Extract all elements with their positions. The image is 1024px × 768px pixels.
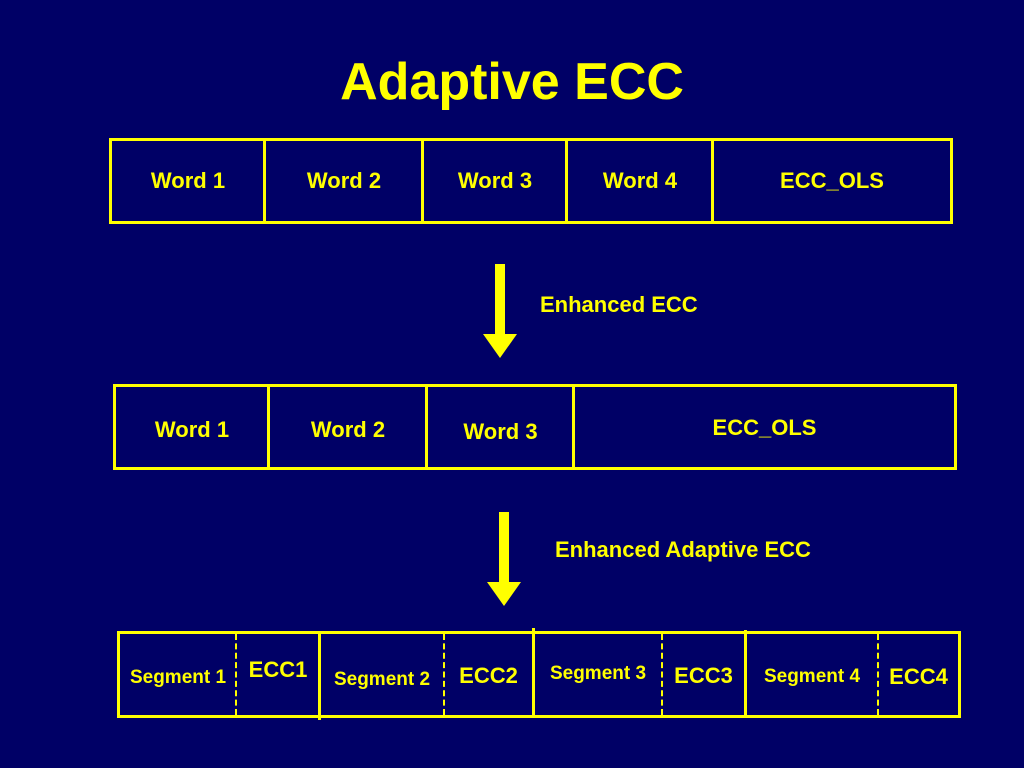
word-3-cell: Word 3: [463, 419, 538, 444]
ecc-ols-cell: ECC_OLS: [780, 168, 884, 193]
segment-4-cell: Segment 4: [763, 665, 861, 687]
down-arrow-icon: [483, 264, 517, 358]
ecc3-cell: ECC3: [674, 662, 733, 688]
segment-divider: [318, 632, 321, 720]
word-divider: [263, 141, 266, 221]
original-codeword-row: Word 1 Word 2 Word 3 Word 4 ECC_OLS: [109, 138, 953, 224]
segment-divider: [744, 630, 747, 718]
down-arrow-icon: [487, 512, 521, 606]
word-divider: [421, 141, 424, 221]
segment-3-cell: Segment 3: [549, 662, 647, 684]
segment-divider: [532, 628, 535, 716]
enhanced-codeword-row: Word 1 Word 2 Word 3 ECC_OLS: [113, 384, 957, 470]
segment-ecc-dashed-divider: [443, 634, 445, 715]
enhanced-ecc-label: Enhanced ECC: [540, 292, 698, 317]
word-divider: [425, 387, 428, 467]
word-divider: [711, 141, 714, 221]
word-1-cell: Word 1: [154, 417, 230, 442]
word-2-cell: Word 2: [306, 168, 382, 193]
word-divider: [572, 387, 575, 467]
adaptive-segment-row: Segment 1 ECC1 Segment 2 ECC2 Segment 3 …: [117, 628, 961, 720]
ecc-ols-cell: ECC_OLS: [712, 415, 817, 440]
ecc4-cell: ECC4: [889, 663, 948, 689]
segment-1-cell: Segment 1: [129, 666, 227, 688]
segment-2-cell: Segment 2: [333, 668, 431, 690]
word-divider: [267, 387, 270, 467]
ecc1-cell: ECC1: [248, 656, 308, 682]
word-4-cell: Word 4: [602, 168, 678, 193]
enhanced-adaptive-ecc-label: Enhanced Adaptive ECC: [555, 537, 811, 562]
segment-ecc-dashed-divider: [235, 634, 237, 715]
segment-ecc-dashed-divider: [877, 634, 879, 715]
word-divider: [565, 141, 568, 221]
word-3-cell: Word 3: [457, 168, 533, 193]
word-2-cell: Word 2: [310, 417, 386, 442]
ecc2-cell: ECC2: [459, 662, 518, 688]
segment-ecc-dashed-divider: [661, 634, 663, 715]
slide-title: Adaptive ECC: [340, 53, 684, 111]
word-1-cell: Word 1: [150, 168, 226, 193]
